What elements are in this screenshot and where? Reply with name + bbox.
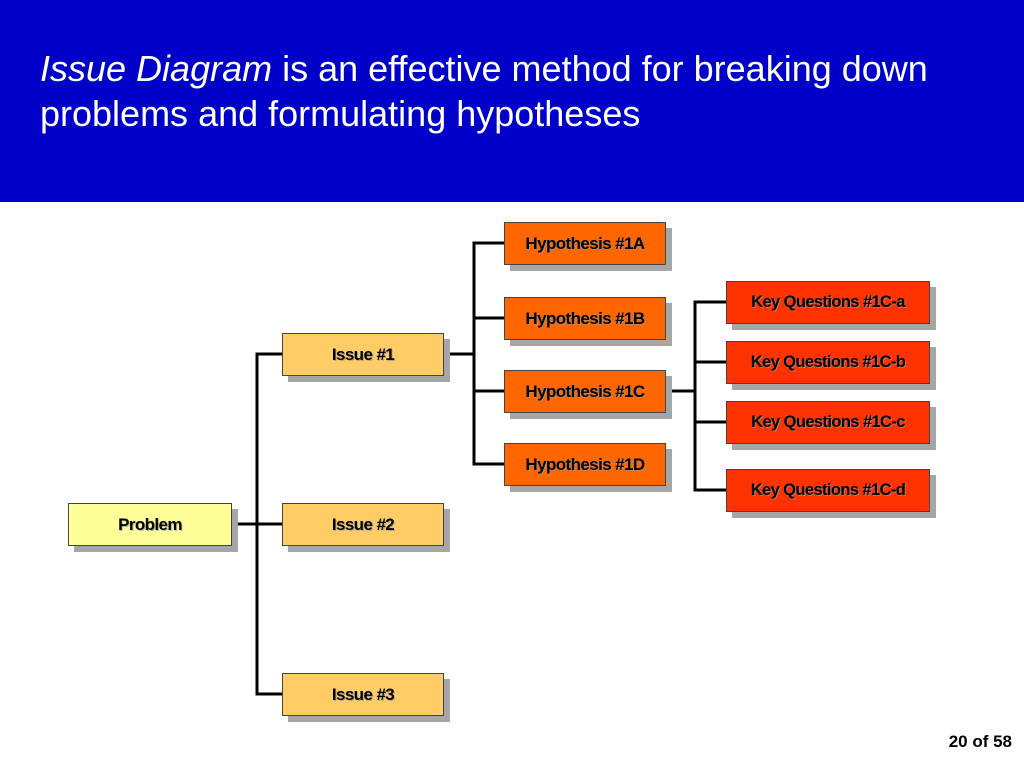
title-emphasis: Issue Diagram [40,48,273,89]
title-banner: Issue Diagram is an effective method for… [0,0,1024,202]
issue-2-box: Issue #2 [282,503,444,546]
key-questions-1c-c-box: Key Questions #1C-c [726,401,930,444]
hypothesis-1b-box: Hypothesis #1B [504,297,666,340]
hypothesis-1a-box: Hypothesis #1A [504,222,666,265]
hypothesis-1d-box: Hypothesis #1D [504,443,666,486]
issue-3-box: Issue #3 [282,673,444,716]
problem-box: Problem [68,503,232,546]
key-questions-1c-d-box: Key Questions #1C-d [726,469,930,512]
issue-1-box: Issue #1 [282,333,444,376]
title-text: is an effective method for breaking down… [40,48,928,134]
slide-title: Issue Diagram is an effective method for… [40,46,1000,136]
hypothesis-1c-box: Hypothesis #1C [504,370,666,413]
key-questions-1c-a-box: Key Questions #1C-a [726,281,930,324]
key-questions-1c-b-box: Key Questions #1C-b [726,341,930,384]
page-indicator: 20 of 58 [948,732,1012,751]
